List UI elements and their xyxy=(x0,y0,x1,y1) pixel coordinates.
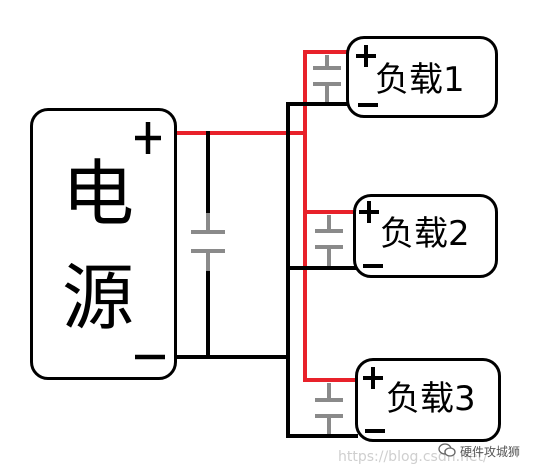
load-3-label: 负载3 xyxy=(386,379,476,419)
source-minus-sign xyxy=(135,354,165,360)
watermark-brand: 硬件攻城狮 xyxy=(460,445,521,459)
source-plus-sign xyxy=(135,122,161,154)
load-1-plus-sign xyxy=(356,45,376,67)
load-2-minus-sign xyxy=(363,264,383,268)
load1-capacitor xyxy=(313,55,341,102)
load-1 xyxy=(346,36,498,118)
source-label-bottom: 源 xyxy=(62,256,135,340)
load-3-minus-sign xyxy=(365,429,385,433)
wechat-icon xyxy=(438,443,456,457)
power-source xyxy=(30,108,177,380)
load-2-label: 负载2 xyxy=(380,214,470,254)
load-2-plus-sign xyxy=(359,201,379,223)
load-3 xyxy=(355,358,501,442)
positive-rail xyxy=(174,50,356,382)
load-1-minus-sign xyxy=(358,103,378,107)
load-1-label: 负载1 xyxy=(375,60,465,100)
load2-capacitor xyxy=(315,215,343,266)
load-3-plus-sign xyxy=(363,367,383,389)
load3-capacitor xyxy=(315,383,343,434)
bulk-capacitor xyxy=(191,213,225,271)
source-label-top: 电 xyxy=(62,152,135,236)
negative-rail xyxy=(174,102,358,438)
